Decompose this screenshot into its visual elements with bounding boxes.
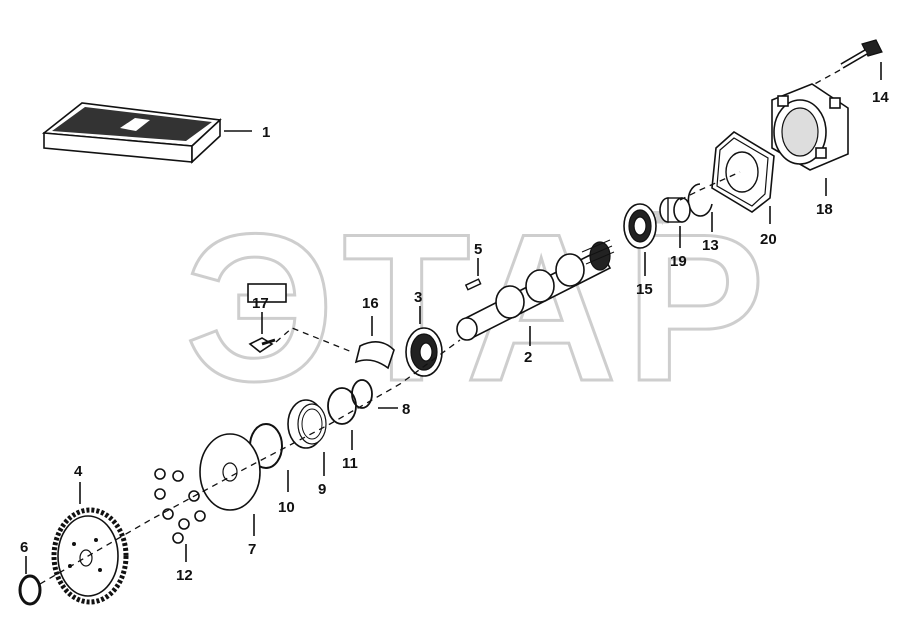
part-20-gasket [711, 131, 775, 213]
callout-12: 12 [176, 567, 193, 584]
part-1-gasket-kit [41, 102, 222, 164]
callout-20: 20 [760, 231, 777, 248]
callout-6: 6 [20, 539, 28, 556]
callout-16: 16 [362, 295, 379, 312]
callout-11: 11 [342, 455, 358, 472]
part-11-ring [327, 387, 357, 425]
callout-8: 8 [402, 401, 410, 418]
part-3-seal [405, 327, 443, 377]
callout-5: 5 [474, 241, 482, 258]
part-7-plate [199, 433, 261, 511]
part-18-housing [771, 83, 849, 171]
callout-4: 4 [74, 463, 83, 480]
part-12-hardware [154, 468, 206, 544]
part-13-snap-ring [687, 183, 713, 217]
callout-13: 13 [702, 237, 719, 254]
callout-15: 15 [636, 281, 653, 298]
part-19-bushing [659, 197, 691, 223]
svg-text:ЭТАР: ЭТАР [185, 190, 773, 425]
callout-1: 1 [262, 124, 270, 141]
callout-18: 18 [816, 201, 833, 218]
part-16-thrust-washer [354, 341, 395, 370]
part-5-key [464, 278, 482, 291]
callout-2: 2 [524, 349, 532, 366]
part-2-shaft [456, 239, 615, 341]
callout-10: 10 [278, 499, 295, 516]
part-15-bearing [623, 203, 657, 249]
part-17-bolt [247, 283, 287, 353]
callout-3: 3 [414, 289, 422, 306]
part-4-gear [51, 507, 129, 605]
callout-19: 19 [670, 253, 687, 270]
callout-9: 9 [318, 481, 326, 498]
part-14-bolt [840, 39, 883, 69]
callout-7: 7 [248, 541, 256, 558]
watermark-logo: ЭТАР TM [184, 189, 773, 427]
part-6-seal-ring [18, 574, 42, 606]
callout-14: 14 [872, 89, 889, 106]
part-9-bearing-cup [287, 399, 327, 449]
callout-17: 17 [252, 295, 269, 312]
